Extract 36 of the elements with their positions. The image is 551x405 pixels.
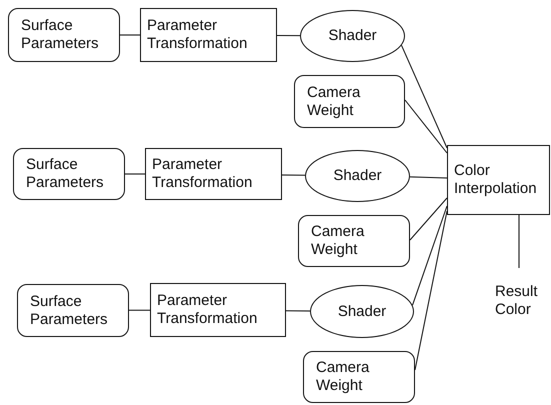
input-box [294,75,405,128]
connector-line [120,34,140,36]
node-label: Shader [338,302,386,320]
connector-line [518,214,520,268]
node-label: Color Interpolation [454,162,538,198]
node-label: Parameter Transformation [147,17,248,53]
connector-line [412,206,448,306]
connector-line [409,176,448,178]
node-label: Camera Weight [316,359,370,395]
process-box [145,148,282,200]
input-box [298,215,410,267]
input-box [303,351,415,403]
node-label: Parameter Transformation [152,156,254,192]
connector-line [286,310,310,312]
input-box [17,284,129,337]
process-box [447,145,550,215]
process-box [150,283,286,337]
node-label: Parameter Transformation [157,292,258,328]
connector-line [401,44,448,148]
output-label: Result Color [495,283,539,319]
node-label: Camera Weight [311,223,366,259]
node-label: Surface Parameters [30,292,109,328]
process-box [140,8,277,62]
input-box [8,8,120,62]
connector-line [404,100,448,154]
connector-line [128,310,150,311]
connector-line [282,174,306,176]
connector-line [276,34,300,36]
connector-line [414,210,448,370]
node-label: Shader [333,167,382,185]
input-box [13,148,125,200]
node-label: Surface Parameters [21,17,100,53]
node-label: Camera Weight [307,84,362,120]
node-label: Shader [328,27,377,45]
node-label: Surface Parameters [26,156,105,192]
connector-line [410,198,448,240]
